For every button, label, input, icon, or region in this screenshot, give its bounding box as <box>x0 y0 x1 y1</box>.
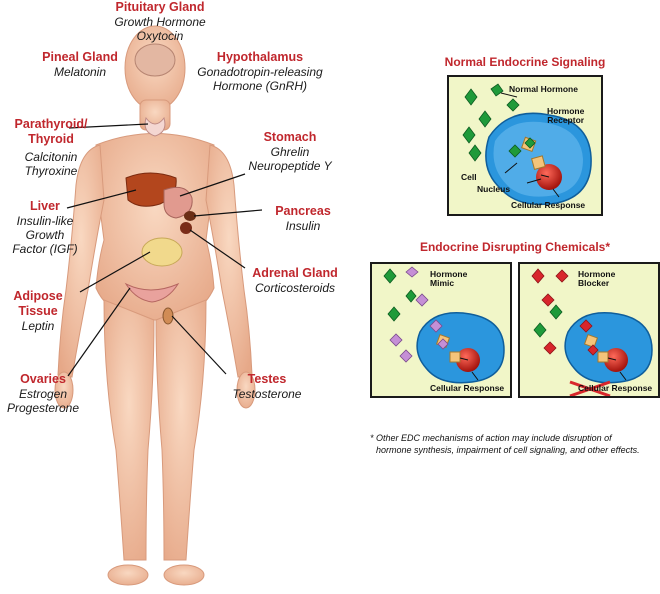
organ-name: Parathyroid/ <box>14 117 88 131</box>
hormone-text: Ghrelin <box>270 144 310 159</box>
label-pancreas: Pancreas Insulin <box>258 204 348 233</box>
label-pineal: Pineal Gland Melatonin <box>30 50 130 79</box>
organ-name: Adipose <box>13 289 63 303</box>
receptor-line-2: Receptor <box>547 115 585 126</box>
organ-name: Pineal Gland <box>42 50 118 64</box>
mimic-line-2: Mimic <box>430 278 455 289</box>
footnote: * Other EDC mechanisms of action may inc… <box>370 432 660 456</box>
mimic-cellular-response-label: Cellular Response <box>430 383 505 393</box>
blocker-label: Hormone Blocker <box>578 269 616 289</box>
blocker-graphic <box>531 268 653 396</box>
organ-name: Ovaries <box>20 372 66 386</box>
label-adipose: Adipose Tissue Leptin <box>0 289 76 333</box>
label-pituitary: Pituitary Gland Growth Hormone Oxytocin <box>95 0 225 43</box>
hormone-blocker-panel: Hormone Blocker Cellular Response <box>518 262 660 398</box>
hormone-text: Progesterone <box>6 400 80 415</box>
human-body-silhouette <box>54 25 256 586</box>
organ-name: Hypothalamus <box>216 50 304 64</box>
hormone-text: Thyroxine <box>24 163 78 178</box>
edc-title: Endocrine Disrupting Chemicals* <box>419 240 611 254</box>
organ-name: Testes <box>247 372 287 386</box>
blocker-line-1: Hormone <box>578 269 616 279</box>
testes-shape <box>162 307 174 325</box>
mimic-label: Hormone Mimic <box>430 269 468 289</box>
hormone-text: Hormone (GnRH) <box>212 78 308 93</box>
organ-name: Stomach <box>263 130 317 144</box>
hormone-receptor-label: Hormone Receptor <box>547 106 585 126</box>
footnote-line-1: * Other EDC mechanisms of action may inc… <box>370 433 612 443</box>
pancreas-shape <box>184 211 196 221</box>
hormone-text: Corticosteroids <box>254 280 336 295</box>
normal-hormone-label: Normal Hormone <box>509 84 578 94</box>
label-parathyroid: Parathyroid/ Thyroid Calcitonin Thyroxin… <box>6 117 96 178</box>
hormone-text: Estrogen <box>18 386 68 401</box>
label-liver: Liver Insulin-like Growth Factor (IGF) <box>4 199 86 256</box>
hormone-text: Leptin <box>21 318 55 333</box>
nucleus-label: Nucleus <box>477 184 511 194</box>
label-ovaries: Ovaries Estrogen Progesterone <box>0 372 86 415</box>
hormone-mimic-panel: Hormone Mimic Cellular Response <box>370 262 512 398</box>
organ-name: Thyroid <box>28 131 74 146</box>
label-adrenal: Adrenal Gland Corticosteroids <box>240 266 350 295</box>
hormone-text: Calcitonin <box>24 149 78 164</box>
hormone-text: Growth Hormone <box>114 14 206 29</box>
leader-lines <box>66 123 263 377</box>
normal-signaling-graphic <box>462 83 592 206</box>
label-testes: Testes Testosterone <box>222 372 312 401</box>
cell-label: Cell <box>461 172 477 182</box>
label-hypothalamus: Hypothalamus Gonadotropin-releasing Horm… <box>185 50 335 93</box>
adrenal-shape <box>180 222 192 234</box>
organ-name: Adrenal Gland <box>252 266 338 280</box>
blocker-cellular-response-label: Cellular Response <box>578 383 653 393</box>
cell-shape <box>564 312 653 384</box>
brain-shape <box>134 43 176 77</box>
organ-name: Tissue <box>18 303 58 318</box>
organ-name: Pituitary Gland <box>115 0 205 14</box>
cellular-response-label: Cellular Response <box>511 200 586 210</box>
adipose-shape <box>141 237 183 267</box>
blocker-line-2: Blocker <box>578 278 610 289</box>
hormone-text: Gonadotropin-releasing <box>197 64 323 79</box>
normal-signaling-title: Normal Endocrine Signaling <box>444 55 606 69</box>
hormone-text: Factor (IGF) <box>12 242 78 257</box>
mimic-graphic <box>383 266 505 384</box>
organ-name: Pancreas <box>275 204 331 218</box>
hormone-text: Growth <box>25 227 65 242</box>
hormone-text: Testosterone <box>232 386 302 401</box>
footnote-line-2: hormone synthesis, impairment of cell si… <box>376 445 640 456</box>
ovaries-shape <box>124 282 180 303</box>
hormone-text: Oxytocin <box>136 28 184 43</box>
hormone-text: Insulin-like <box>16 213 74 228</box>
hormone-text: Neuropeptide Y <box>248 158 332 173</box>
blocked-x-icon <box>569 380 611 396</box>
receptor-line-1: Hormone <box>547 106 585 116</box>
cell-shape <box>416 312 505 384</box>
mimic-line-1: Hormone <box>430 269 468 279</box>
thyroid-shape <box>144 116 166 137</box>
hormone-text: Melatonin <box>53 64 107 79</box>
normal-signaling-panel: Normal Hormone Hormone Receptor Cell Nuc… <box>447 75 603 216</box>
label-stomach: Stomach Ghrelin Neuropeptide Y <box>235 130 345 173</box>
hormone-text: Insulin <box>285 218 321 233</box>
organ-name: Liver <box>30 199 60 213</box>
